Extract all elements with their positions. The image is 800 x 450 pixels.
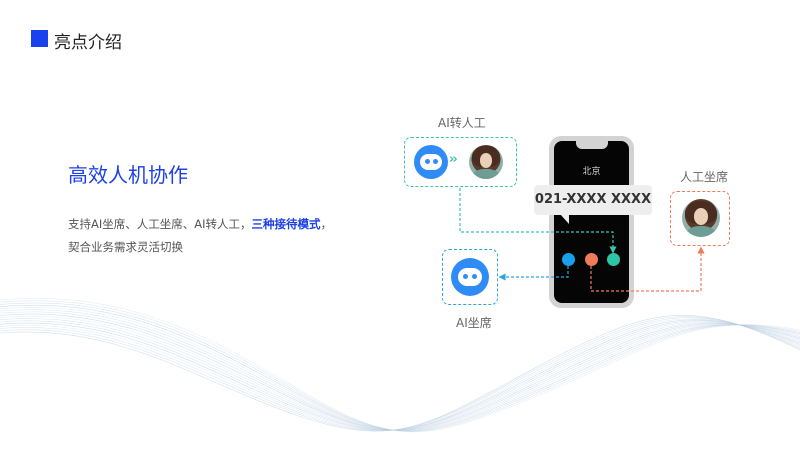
human-channel-dot bbox=[585, 253, 598, 266]
background-wave-line bbox=[0, 320, 800, 431]
label-ai-transfer: AI转人工 bbox=[438, 116, 486, 130]
background-wave-line bbox=[0, 307, 800, 431]
label-human-agent: 人工坐席 bbox=[680, 170, 729, 184]
agent-avatar-icon bbox=[469, 145, 503, 179]
background-wave-line bbox=[0, 318, 800, 431]
transfer-channel-dot bbox=[607, 253, 620, 266]
page-title: 亮点介绍 bbox=[54, 33, 122, 53]
phone-notch bbox=[576, 140, 608, 149]
background-wave-line bbox=[0, 319, 800, 431]
agent-avatar-icon bbox=[682, 199, 720, 237]
chatbot-icon bbox=[414, 145, 448, 179]
description-line2: 契合业务需求灵活切换 bbox=[68, 240, 183, 254]
feature-description: 支持AI坐席、人工坐席、AI转人工，三种接待模式， 契合业务需求灵活切换 bbox=[68, 213, 358, 259]
chatbot-icon bbox=[451, 258, 489, 296]
header-accent-square bbox=[31, 30, 48, 47]
caller-city: 北京 bbox=[582, 167, 601, 177]
double-chevron-right-icon: ›› bbox=[449, 152, 458, 167]
bubble-tail bbox=[560, 214, 569, 224]
background-wave-line bbox=[0, 304, 800, 432]
label-ai-agent: AI坐席 bbox=[456, 316, 492, 330]
caller-number-bubble: 021-XXXX XXXX bbox=[534, 185, 652, 215]
feature-title: 高效人机协作 bbox=[68, 163, 188, 187]
description-text: 支持AI坐席、人工坐席、AI转人工， bbox=[68, 217, 252, 231]
background-wave-line bbox=[0, 298, 800, 433]
description-punct: ， bbox=[320, 217, 333, 231]
background-wave-line bbox=[0, 309, 800, 431]
background-wave-line bbox=[0, 316, 800, 431]
background-wave-line bbox=[0, 302, 800, 432]
background-wave-line bbox=[0, 315, 800, 432]
background-wave-line bbox=[0, 318, 800, 431]
description-highlight: 三种接待模式 bbox=[251, 217, 321, 231]
ai-channel-dot bbox=[562, 253, 575, 266]
background-wave-line bbox=[0, 313, 800, 431]
